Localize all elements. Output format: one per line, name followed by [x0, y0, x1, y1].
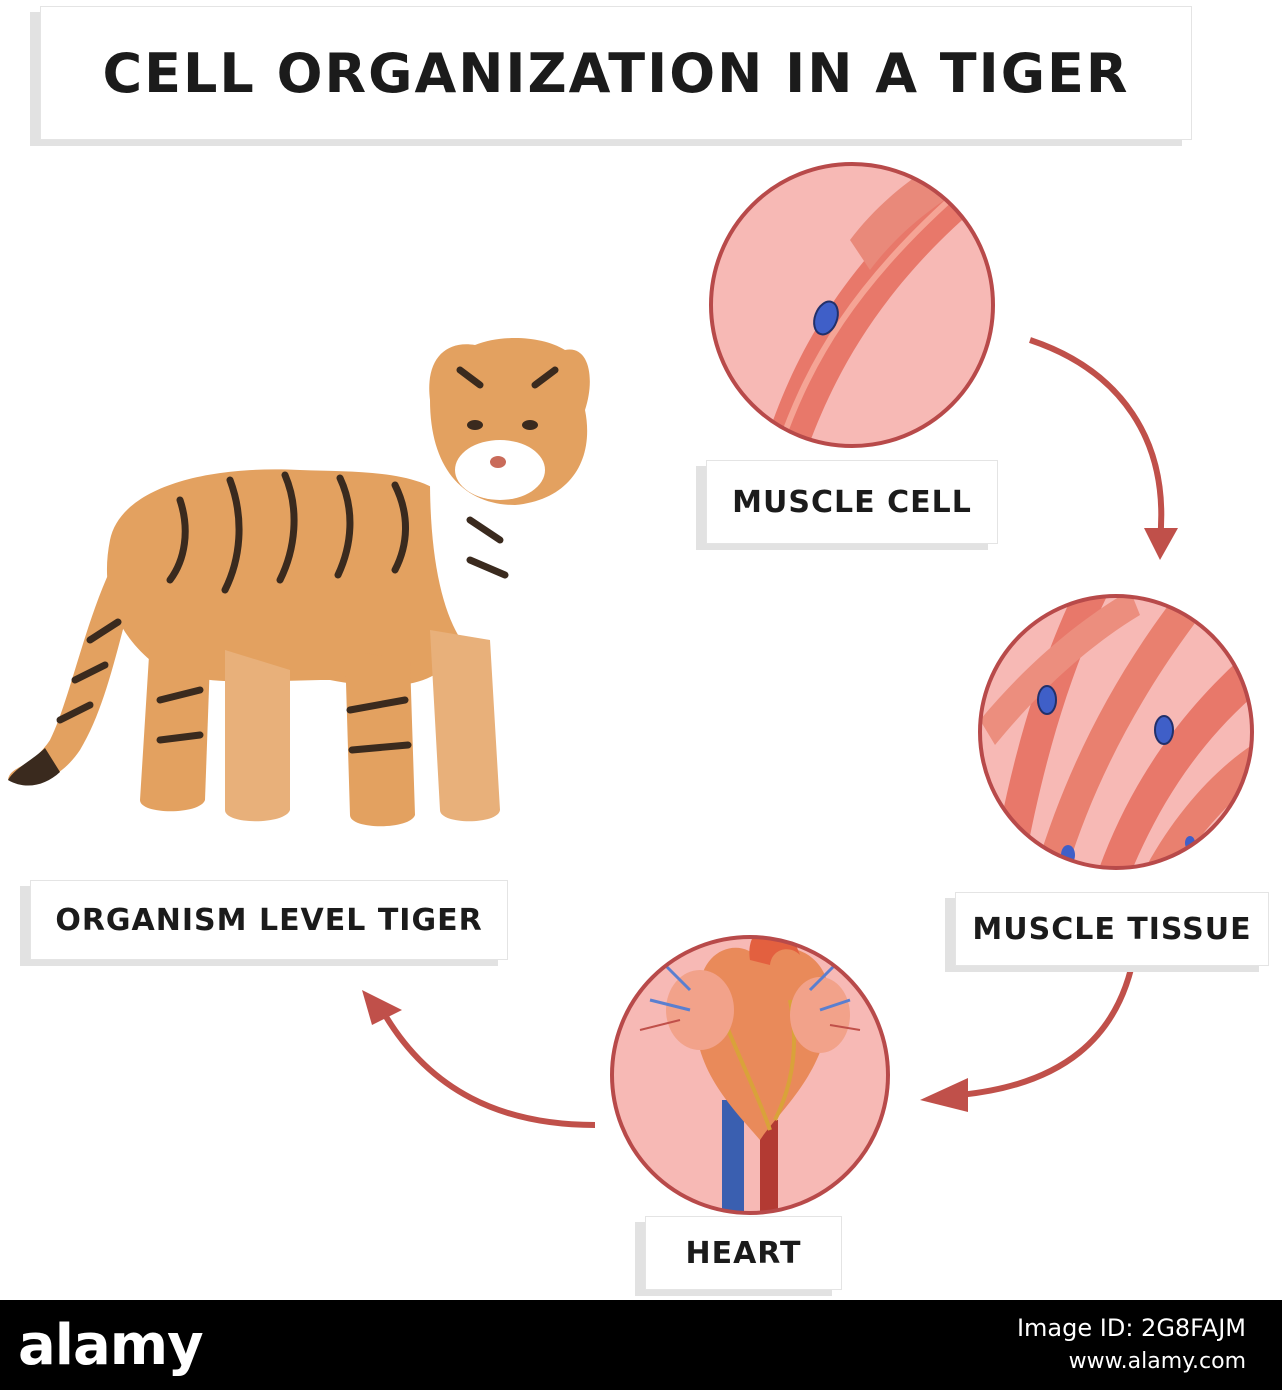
diagram-title: CELL ORGANIZATION IN A TIGER	[40, 6, 1192, 140]
label-organism-level: ORGANISM LEVEL TIGER	[30, 880, 508, 960]
arrowhead-heart-to-organism	[362, 990, 402, 1025]
flow-arrows	[362, 337, 1178, 1128]
muscle-tissue-image	[978, 594, 1254, 870]
diagram-canvas	[8, 162, 1254, 1215]
title-text: CELL ORGANIZATION IN A TIGER	[102, 41, 1130, 105]
arrowhead-tissue-to-heart	[920, 1078, 968, 1112]
label-heart: HEART	[645, 1216, 842, 1290]
label-muscle-cell-text: MUSCLE CELL	[732, 484, 972, 520]
label-muscle-cell: MUSCLE CELL	[706, 460, 998, 544]
alamy-logo: alamy	[18, 1312, 204, 1378]
arrow-tissue-to-heart	[959, 949, 1138, 1098]
nucleus	[813, 300, 839, 336]
site-url: www.alamy.com	[1068, 1349, 1246, 1374]
label-muscle-tissue: MUSCLE TISSUE	[955, 892, 1269, 966]
label-muscle-tissue-text: MUSCLE TISSUE	[972, 911, 1252, 947]
image-id: Image ID: 2G8FAJM	[1017, 1311, 1246, 1345]
arrow-heart-to-organism	[382, 1013, 596, 1128]
muscle-cell-image	[709, 162, 995, 448]
tiger-image	[8, 338, 590, 827]
arrowhead-cell-to-tissue	[1144, 528, 1178, 560]
label-heart-text: HEART	[685, 1235, 802, 1271]
watermark-footer: alamy Image ID: 2G8FAJM www.alamy.com	[0, 1300, 1282, 1390]
footer-info: Image ID: 2G8FAJM www.alamy.com	[1017, 1311, 1246, 1379]
heart-image	[610, 935, 890, 1215]
label-organism-level-text: ORGANISM LEVEL TIGER	[55, 902, 483, 938]
arrow-cell-to-tissue	[1029, 337, 1165, 541]
image-id-label: Image ID:	[1016, 1314, 1134, 1342]
image-id-value: 2G8FAJM	[1141, 1314, 1246, 1342]
